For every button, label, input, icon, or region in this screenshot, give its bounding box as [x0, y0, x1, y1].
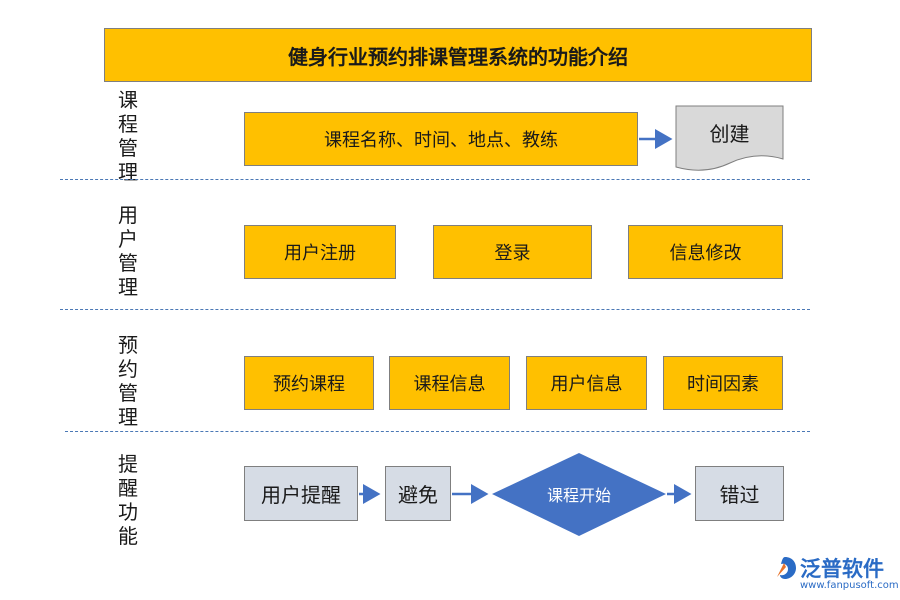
course-info-box: 课程名称、时间、地点、教练 — [244, 112, 638, 166]
book-course-box: 预约课程 — [244, 356, 374, 410]
brand-logo: 泛普软件 www.fanpusoft.com — [772, 553, 899, 597]
diagram-title: 健身行业预约排课管理系统的功能介绍 — [104, 28, 812, 82]
user-register-box: 用户注册 — [244, 225, 396, 279]
miss-box: 错过 — [695, 466, 784, 521]
time-factor-box: 时间因素 — [663, 356, 783, 410]
avoid-box: 避免 — [385, 466, 451, 521]
section-divider — [60, 309, 810, 310]
section-divider — [60, 179, 810, 180]
user-info-box: 用户信息 — [526, 356, 647, 410]
logo-url: www.fanpusoft.com — [800, 580, 899, 591]
section-label-course-management: 课程管理 — [118, 88, 138, 184]
create-document-label: 创建 — [709, 121, 750, 146]
course-start-label: 课程开始 — [546, 486, 611, 505]
section-label-reminder: 提醒功能 — [118, 452, 138, 548]
logo-name: 泛普软件 — [800, 557, 884, 581]
login-box: 登录 — [433, 225, 592, 279]
section-label-user-management: 用户管理 — [118, 203, 138, 299]
section-divider — [65, 431, 810, 432]
user-reminder-box: 用户提醒 — [244, 466, 358, 521]
info-edit-box: 信息修改 — [628, 225, 783, 279]
course-info-item-box: 课程信息 — [389, 356, 510, 410]
logo-icon — [777, 557, 796, 579]
section-label-booking-management: 预约管理 — [118, 333, 138, 429]
